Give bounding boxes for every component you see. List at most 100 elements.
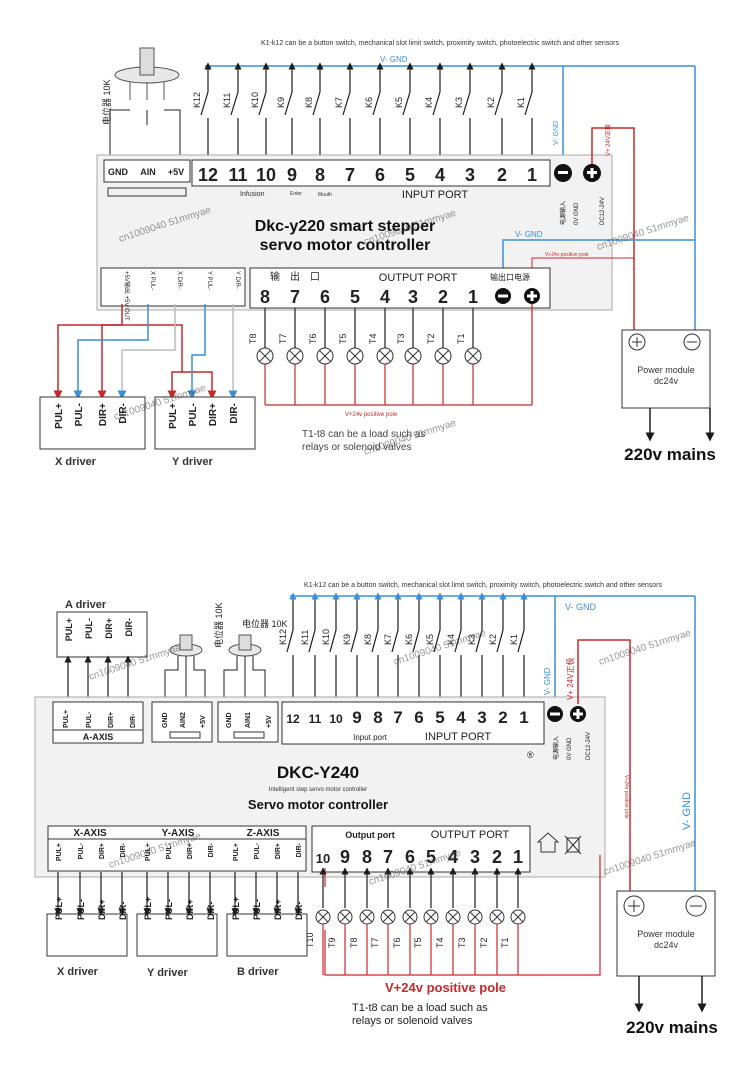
output-number: 9 xyxy=(340,847,350,867)
top-analog-terminals: GND AIN +5V xyxy=(108,167,184,177)
t-label: T8 xyxy=(248,333,258,344)
driver-label: DIR- xyxy=(294,902,304,921)
t-label: T1 xyxy=(500,937,510,948)
bottom-x-driver-box xyxy=(46,913,128,957)
driver-label: DIR+ xyxy=(98,403,109,426)
bottom-load-note-2: relays or solenoid valves xyxy=(352,1015,473,1027)
output-number: 7 xyxy=(290,287,300,307)
analog-terminal: GND xyxy=(108,167,129,177)
output-number: 6 xyxy=(405,847,415,867)
bottom-power-cn: 电源输入 xyxy=(552,736,560,760)
lamp-cross xyxy=(469,911,481,923)
k-label: K9 xyxy=(276,97,286,108)
top-mains: 220v mains xyxy=(624,445,716,464)
t-label: T1 xyxy=(456,333,466,344)
bottom-pot-2: 电位器 10K xyxy=(242,618,288,629)
input-number: 12 xyxy=(198,165,218,185)
top-pot-label: 电位器 10K xyxy=(101,79,112,125)
lamp-cross xyxy=(382,911,394,923)
input-number: 8 xyxy=(373,708,382,727)
k-switch-blade xyxy=(517,629,525,653)
top-v24-small: V+24v positive pole xyxy=(545,252,589,258)
k-switch-blade xyxy=(329,629,337,653)
top-input-port: INPUT PORT xyxy=(402,189,468,201)
driver-label: DIR+ xyxy=(185,899,195,920)
k-switch-blade xyxy=(371,629,379,653)
driver-label: PUL- xyxy=(188,403,199,426)
k-switch-blade xyxy=(496,629,504,653)
lamp-cross xyxy=(467,350,479,362)
top-output-port: OUTPUT PORT xyxy=(379,272,458,284)
watermark-8: cn1009040 51mmyae xyxy=(598,628,693,668)
k-label: K10 xyxy=(321,629,331,645)
top-driver-terminal-labels: PUL+PUL-DIR+DIR-PUL+PUL-DIR+DIR- xyxy=(54,403,240,429)
driver-label: PUL- xyxy=(76,899,86,920)
k-label: K3 xyxy=(467,634,477,645)
lamp-cross xyxy=(437,350,449,362)
k-label: K2 xyxy=(488,634,498,645)
top-power-range: DC12-24V xyxy=(600,197,606,225)
k-label: K7 xyxy=(383,634,393,645)
lamp-cross xyxy=(512,911,524,923)
analog-terminal: AIN xyxy=(140,167,156,177)
axis-terminal: DIR- xyxy=(120,842,127,857)
bottom-y-driver: Y driver xyxy=(147,967,188,979)
driver-terminal: X PUL- xyxy=(149,271,155,290)
top-gnd-label-2: V- GND xyxy=(515,230,543,239)
input-number: 5 xyxy=(405,165,415,185)
top-title-2: servo motor controller xyxy=(260,237,431,254)
lamp-cross xyxy=(491,911,503,923)
t-label: T3 xyxy=(457,937,467,948)
ain2-terminal: GND xyxy=(162,712,169,728)
k-switch-blade xyxy=(475,629,483,653)
k-switch-blade xyxy=(350,629,358,653)
t-label: T5 xyxy=(338,333,348,344)
ain1-terminal: GND xyxy=(226,712,233,728)
input-number: 8 xyxy=(315,165,325,185)
output-number: 4 xyxy=(448,847,458,867)
k-label: K1 xyxy=(516,97,526,108)
bottom-a-axis-terminals: PUL+PUL-DIR+DIR- xyxy=(63,710,137,728)
k-label: K4 xyxy=(446,634,456,645)
bottom-reg: ® xyxy=(527,750,534,760)
k-label: K5 xyxy=(394,97,404,108)
driver-label: PUL+ xyxy=(168,403,179,429)
t-label: T10 xyxy=(305,932,315,948)
home-icon xyxy=(536,832,560,853)
lamp-cross xyxy=(407,350,419,362)
bottom-y-driver-box xyxy=(136,913,218,957)
top-x-driver: X driver xyxy=(55,456,97,468)
driver-terminal: Y DIR- xyxy=(234,271,240,289)
output-number: 5 xyxy=(426,847,436,867)
top-y-driver-box xyxy=(154,396,256,450)
input-number: 3 xyxy=(465,165,475,185)
input-number: 6 xyxy=(414,708,423,727)
k-label: K6 xyxy=(404,634,414,645)
k-switch-blade xyxy=(342,91,351,116)
top-enter: Enter xyxy=(290,191,302,197)
axis-terminal: PUL- xyxy=(78,842,85,859)
output-number: 2 xyxy=(492,847,502,867)
analog-terminal: +5V xyxy=(168,167,184,177)
k-label: K6 xyxy=(364,97,374,108)
input-number: 4 xyxy=(456,708,466,727)
driver-label: DIR- xyxy=(118,403,129,424)
k-label: K9 xyxy=(342,634,352,645)
output-number: 10 xyxy=(316,851,330,866)
k-label: K1 xyxy=(509,634,519,645)
t-label: T7 xyxy=(370,937,380,948)
t-label: T8 xyxy=(349,937,359,948)
lamp-cross xyxy=(289,350,301,362)
k-switch-blade xyxy=(462,91,471,116)
bottom-xyz-terminals: PUL+PUL-DIR+DIR-PUL+PUL-DIR+DIR-PUL+PUL-… xyxy=(56,842,303,861)
watermark-11: cn1009040 51mmyae xyxy=(603,838,698,878)
lamp-cross xyxy=(425,911,437,923)
driver-label: PUL+ xyxy=(54,403,65,429)
driver-label: DIR+ xyxy=(104,618,114,639)
top-mouth: Mouth xyxy=(318,192,332,198)
